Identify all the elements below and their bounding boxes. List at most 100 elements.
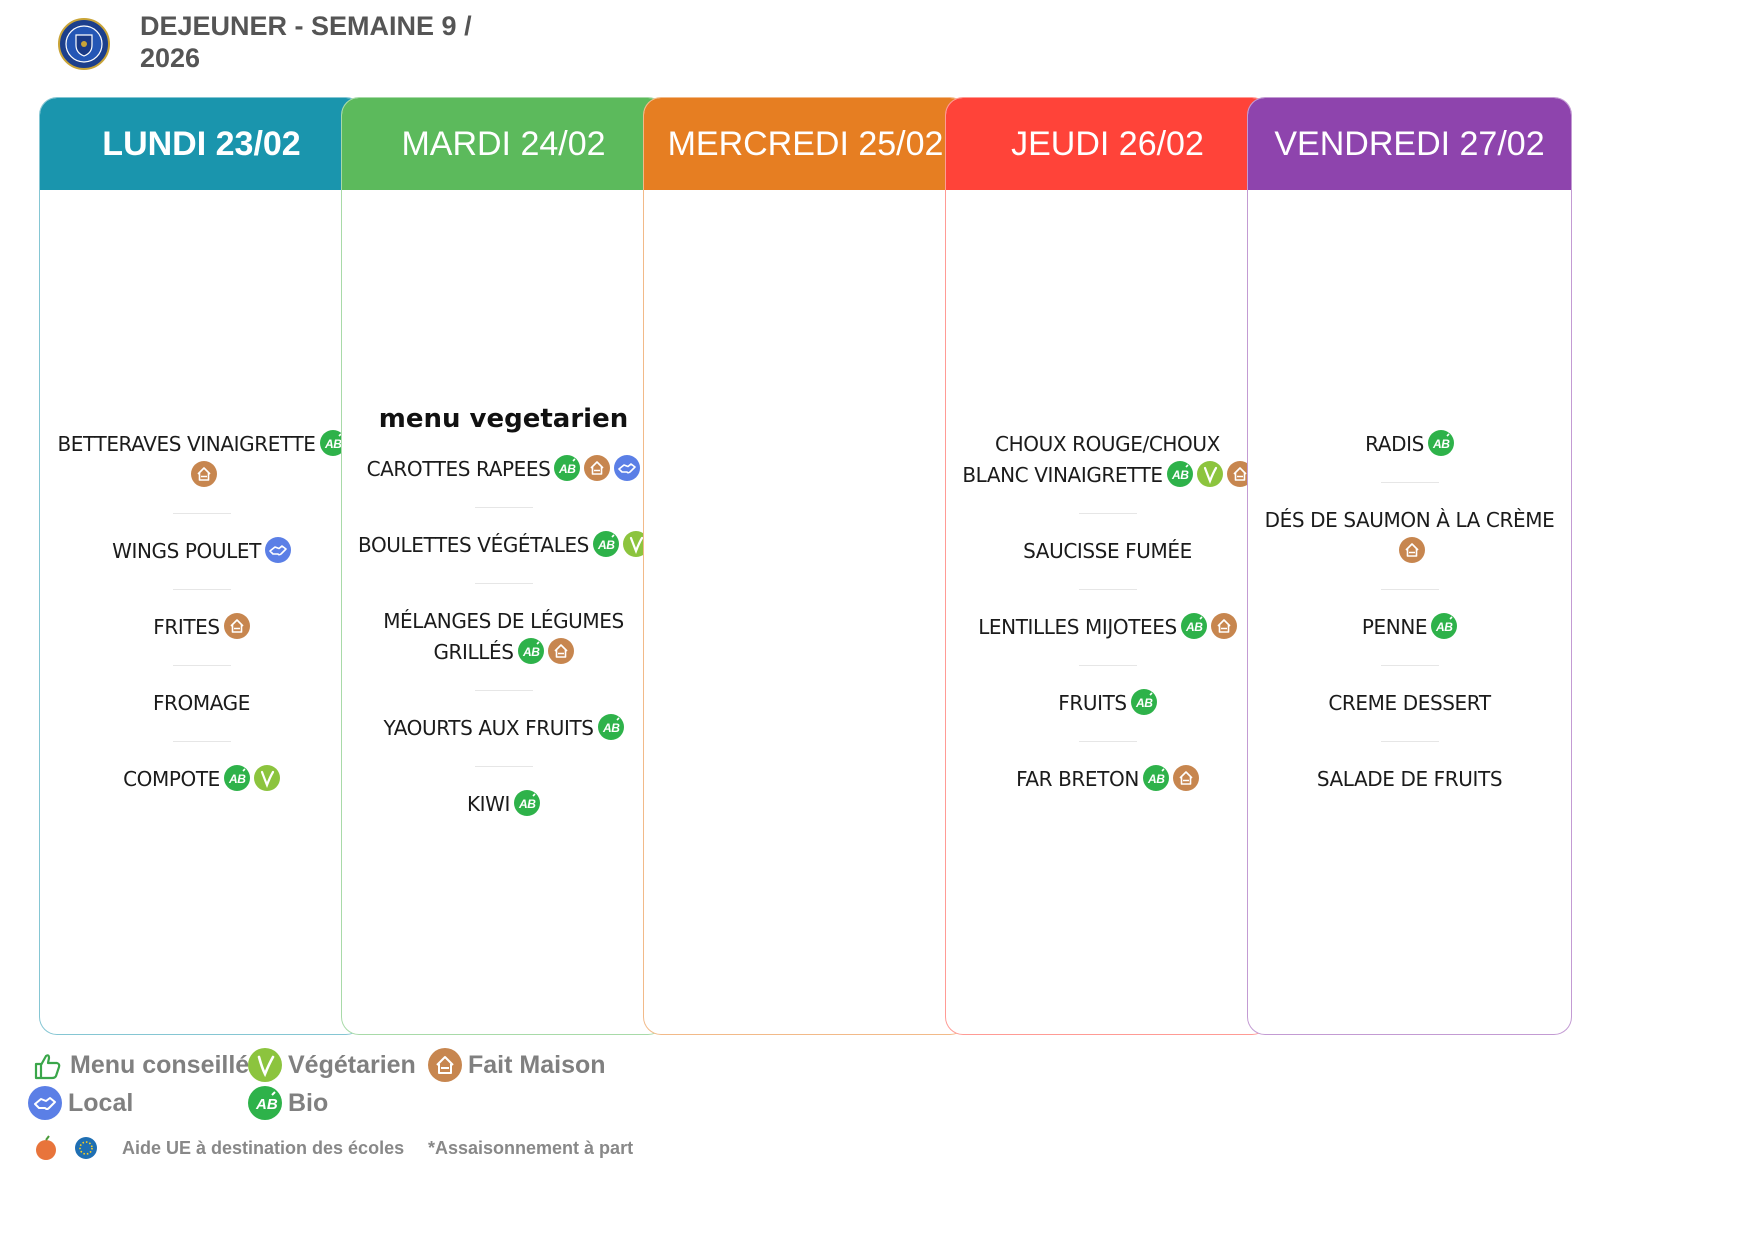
school-logo	[58, 18, 110, 70]
thumbs-up-icon	[30, 1048, 64, 1082]
menu-item-label: FRITES	[153, 615, 220, 639]
menu-item-label: SAUCISSE FUMÉE	[1023, 539, 1192, 563]
legend-vegetarien: Végétarien	[248, 1048, 416, 1082]
legend-aide-ue: Aide UE à destination des écoles	[122, 1138, 405, 1158]
fait-maison-icon	[190, 460, 217, 487]
item-separator	[1380, 741, 1439, 742]
menu-item-label: FRUITS	[1058, 691, 1127, 715]
fait-maison-icon	[1210, 612, 1237, 639]
local-icon	[28, 1086, 62, 1120]
svg-text:AB: AB	[558, 462, 576, 476]
menu-item-label: LENTILLES MIJOTEES	[978, 615, 1177, 639]
svg-text:AB: AB	[597, 538, 615, 552]
svg-text:AB: AB	[1432, 437, 1450, 451]
bio-icon: AB	[1166, 460, 1193, 487]
item-separator	[474, 583, 533, 584]
item-separator	[1078, 741, 1137, 742]
bio-icon: AB	[514, 789, 541, 816]
legend: Menu conseillé Végétarien Fait Maison Lo…	[28, 1048, 730, 1168]
svg-text:AB: AB	[1135, 696, 1153, 710]
day-header: JEUDI 26/02	[946, 98, 1269, 190]
day-header: VENDREDI 27/02	[1248, 98, 1571, 190]
menu-item-label: DÉS DE SAUMON À LA CRÈME	[1264, 508, 1555, 532]
svg-text:AB: AB	[1171, 468, 1189, 482]
svg-text:AB: AB	[1147, 772, 1165, 786]
menu-item: CAROTTES RAPEES AB	[367, 454, 641, 485]
day-column-mercredi: MERCREDI 25/02	[643, 97, 968, 1035]
menu-item-label: CHOUX ROUGE/CHOUX BLANC VINAIGRETTE	[962, 432, 1220, 487]
item-separator	[1380, 482, 1439, 483]
day-menu	[644, 190, 967, 1034]
day-header: MARDI 24/02	[342, 98, 665, 190]
legend-menu-conseille-label: Menu conseillé	[70, 1050, 250, 1079]
day-header: LUNDI 23/02	[40, 98, 363, 190]
bio-icon: AB	[1427, 429, 1454, 456]
bio-icon: AB	[1431, 612, 1458, 639]
ue-fruit-icon	[32, 1134, 60, 1162]
menu-item-label: BETTERAVES VINAIGRETTE	[57, 432, 316, 456]
legend-assaisonnement: *Assaisonnement à part	[428, 1138, 634, 1158]
item-separator	[474, 766, 533, 767]
menu-item: SAUCISSE FUMÉE	[1023, 536, 1192, 567]
menu-item-label: FAR BRETON	[1016, 767, 1139, 791]
bio-icon: AB	[223, 764, 250, 791]
menu-item-label: CAROTTES RAPEES	[366, 457, 551, 481]
svg-text:AB: AB	[518, 797, 536, 811]
legend-menu-conseille: Menu conseillé	[30, 1048, 249, 1082]
day-menu: RADIS AB DÉS DE SAUMON À LA CRÈME PENNE AB CR…	[1248, 190, 1571, 1034]
local-icon	[264, 536, 291, 563]
svg-text:AB: AB	[1435, 620, 1453, 634]
fait-maison-icon	[584, 454, 611, 481]
vegetarien-icon	[1196, 460, 1223, 487]
menu-item-label: SALADE DE FRUITS	[1316, 767, 1503, 791]
item-separator	[1078, 513, 1137, 514]
vegetarien-icon	[253, 764, 280, 791]
legend-local-label: Local	[68, 1088, 134, 1117]
menu-item-label: KIWI	[466, 792, 511, 816]
fait-maison-icon	[223, 612, 250, 639]
legend-bio: AB Bio	[248, 1086, 328, 1120]
svg-text:AB: AB	[522, 645, 540, 659]
page-title: DEJEUNER - SEMAINE 9 / 2026	[140, 11, 472, 73]
legend-fait-maison-label: Fait Maison	[468, 1050, 606, 1079]
bio-icon: AB	[1130, 688, 1157, 715]
fait-maison-icon	[1398, 536, 1425, 563]
menu-item-label: CREME DESSERT	[1328, 691, 1491, 715]
svg-text:AB: AB	[602, 721, 620, 735]
menu-item: FRUITS AB	[1058, 688, 1157, 719]
legend-bio-label: Bio	[288, 1088, 329, 1117]
menu-item: CREME DESSERT	[1328, 688, 1491, 719]
item-separator	[1078, 589, 1137, 590]
item-separator	[172, 589, 231, 590]
fait-maison-icon	[1172, 764, 1199, 791]
bio-icon: AB	[592, 530, 619, 557]
item-separator	[474, 507, 533, 508]
vegetarien-icon	[248, 1048, 282, 1082]
item-separator	[1380, 589, 1439, 590]
menu-note: menu vegetarien	[378, 404, 629, 434]
menu-item-label: PENNE	[1361, 615, 1428, 639]
item-separator	[474, 690, 533, 691]
item-separator	[172, 665, 231, 666]
bio-icon: AB	[597, 713, 624, 740]
menu-item: SALADE DE FRUITS	[1316, 764, 1503, 795]
fait-maison-icon	[547, 637, 574, 664]
menu-item: LENTILLES MIJOTEES AB	[978, 612, 1237, 643]
legend-local: Local	[28, 1086, 133, 1120]
svg-text:AB: AB	[324, 437, 342, 451]
svg-text:AB: AB	[228, 772, 246, 786]
svg-text:AB: AB	[1185, 620, 1203, 634]
menu-item: RADIS AB	[1365, 429, 1454, 460]
bio-icon: AB	[517, 637, 544, 664]
menu-item-label: RADIS	[1365, 432, 1424, 456]
